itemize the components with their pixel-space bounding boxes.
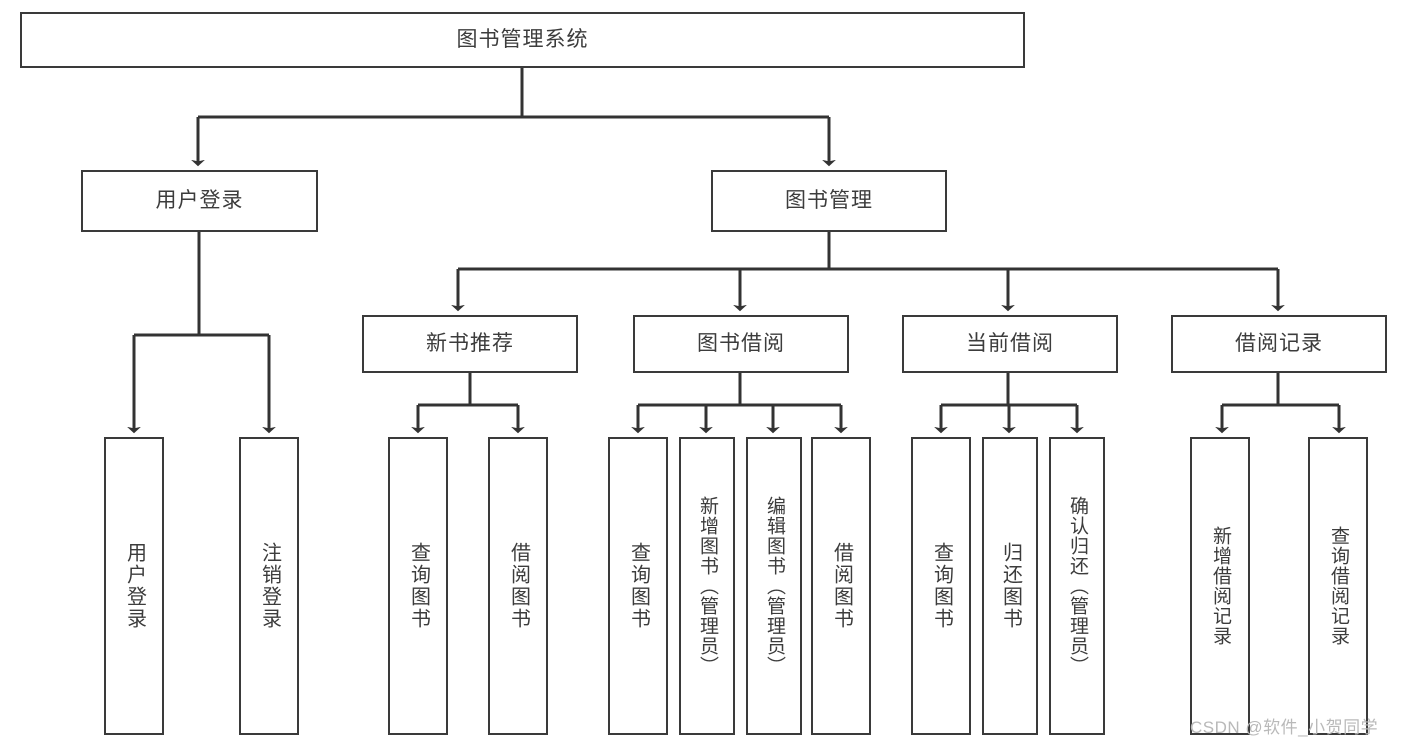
leaf-user-login[interactable]: 用户登录 <box>104 437 164 735</box>
leaf-confirm-return-admin[interactable]: 确认归还（管理员） <box>1049 437 1105 735</box>
leaf-query-book-borrow-label: 查询图书 <box>627 542 650 630</box>
leaf-add-book-admin[interactable]: 新增图书（管理员） <box>679 437 735 735</box>
leaf-add-borrow-record-label: 新增借阅记录 <box>1209 526 1231 646</box>
node-book-borrow[interactable]: 图书借阅 <box>633 315 849 373</box>
leaf-return-book[interactable]: 归还图书 <box>982 437 1038 735</box>
leaf-return-book-label: 归还图书 <box>999 542 1022 630</box>
leaf-user-login-label: 用户登录 <box>123 542 146 630</box>
node-current-borrow-label: 当前借阅 <box>966 331 1054 355</box>
node-new-book-recommend-label: 新书推荐 <box>426 331 514 355</box>
node-new-book-recommend[interactable]: 新书推荐 <box>362 315 578 373</box>
node-book-management[interactable]: 图书管理 <box>711 170 947 232</box>
leaf-add-borrow-record[interactable]: 新增借阅记录 <box>1190 437 1250 735</box>
leaf-confirm-return-admin-label: 确认归还（管理员） <box>1066 496 1088 676</box>
leaf-edit-book-admin-label: 编辑图书（管理员） <box>763 496 785 676</box>
node-root-label: 图书管理系统 <box>456 27 589 51</box>
node-borrow-records[interactable]: 借阅记录 <box>1171 315 1387 373</box>
node-user-login-label: 用户登录 <box>155 188 244 212</box>
leaf-query-book-newbook[interactable]: 查询图书 <box>388 437 448 735</box>
leaf-borrow-book-borrow[interactable]: 借阅图书 <box>811 437 871 735</box>
leaf-logout[interactable]: 注销登录 <box>239 437 299 735</box>
node-book-management-label: 图书管理 <box>785 188 873 212</box>
node-book-borrow-label: 图书借阅 <box>697 331 785 355</box>
leaf-query-book-borrow[interactable]: 查询图书 <box>608 437 668 735</box>
leaf-query-borrow-record[interactable]: 查询借阅记录 <box>1308 437 1368 735</box>
leaf-query-borrow-record-label: 查询借阅记录 <box>1327 526 1349 646</box>
leaf-borrow-book-newbook-label: 借阅图书 <box>507 542 530 630</box>
node-user-login[interactable]: 用户登录 <box>81 170 318 232</box>
leaf-borrow-book-newbook[interactable]: 借阅图书 <box>488 437 548 735</box>
node-root[interactable]: 图书管理系统 <box>20 12 1025 68</box>
leaf-edit-book-admin[interactable]: 编辑图书（管理员） <box>746 437 802 735</box>
node-current-borrow[interactable]: 当前借阅 <box>902 315 1118 373</box>
leaf-borrow-book-borrow-label: 借阅图书 <box>830 542 853 630</box>
leaf-query-book-current-label: 查询图书 <box>930 542 953 630</box>
leaf-query-book-newbook-label: 查询图书 <box>407 542 430 630</box>
node-borrow-records-label: 借阅记录 <box>1235 331 1323 355</box>
leaf-add-book-admin-label: 新增图书（管理员） <box>696 496 718 676</box>
csdn-watermark: CSDN @软件_小贺同学 <box>1190 718 1379 737</box>
leaf-logout-label: 注销登录 <box>258 542 281 630</box>
leaf-query-book-current[interactable]: 查询图书 <box>911 437 971 735</box>
